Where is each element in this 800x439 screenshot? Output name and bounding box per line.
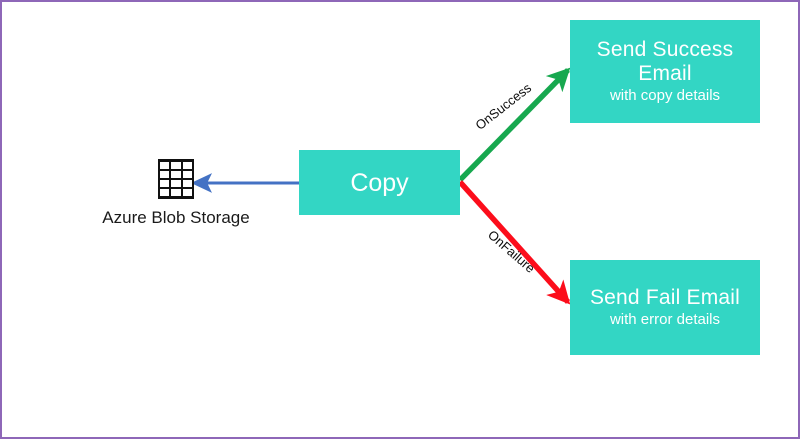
send-success-email-subtitle: with copy details	[609, 87, 721, 105]
table-grid-icon	[158, 159, 194, 199]
copy-activity-node[interactable]: Copy	[299, 150, 460, 215]
send-fail-email-title: Send Fail Email	[589, 285, 741, 309]
storage-node-label: Azure Blob Storage	[102, 208, 250, 227]
copy-activity-label: Copy	[350, 168, 409, 197]
edge-copy-to-success	[458, 67, 571, 182]
storage-node[interactable]: Azure Blob Storage	[90, 159, 262, 228]
send-success-email-title: Send Success Email	[596, 38, 734, 85]
send-success-email-node[interactable]: Send Success Email with copy details	[570, 20, 760, 123]
edge-copy-to-fail	[457, 180, 571, 305]
send-fail-email-subtitle: with error details	[609, 311, 721, 329]
send-fail-email-node[interactable]: Send Fail Email with error details	[570, 260, 760, 355]
